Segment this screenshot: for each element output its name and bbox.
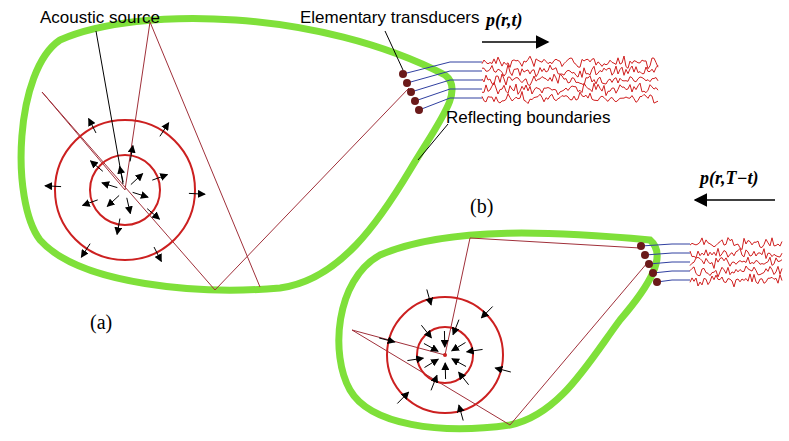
label: Elementary transducers xyxy=(300,8,480,28)
leader-line xyxy=(418,124,448,160)
wave-arrow xyxy=(120,167,124,183)
direction-arrow xyxy=(695,199,775,201)
transducer-element xyxy=(641,251,649,259)
ray-path xyxy=(42,88,409,290)
transducer-wire xyxy=(403,62,482,74)
transducer-element xyxy=(407,88,415,96)
wave-arrow xyxy=(89,119,96,133)
wavefront xyxy=(55,120,195,260)
transducer-wire xyxy=(649,262,690,264)
wave-arrow xyxy=(445,363,446,379)
wave-arrow xyxy=(421,325,431,338)
transducer-element xyxy=(399,70,407,78)
signal-trace xyxy=(482,74,658,86)
signal-trace xyxy=(482,65,658,78)
wave-arrow xyxy=(160,123,169,136)
wave-arrow xyxy=(425,359,439,367)
panel-tag: (b) xyxy=(470,196,493,216)
signal-trace xyxy=(690,248,782,258)
wavefront xyxy=(90,155,160,225)
transducer-element xyxy=(653,278,661,286)
reflecting-boundary xyxy=(339,233,657,429)
signal-label: p(r,T−t) xyxy=(700,168,758,188)
transducer-wire xyxy=(653,271,690,273)
transducer-element xyxy=(411,97,419,105)
wave-arrow xyxy=(133,192,148,197)
wave-arrow xyxy=(427,289,431,304)
transducer-element xyxy=(403,79,411,87)
transducer-wire xyxy=(641,244,690,246)
transducer-wire xyxy=(415,89,482,101)
transducer-element xyxy=(645,260,653,268)
ray-path xyxy=(125,22,260,287)
wave-arrow xyxy=(102,183,117,188)
wave-arrow xyxy=(131,174,143,185)
label: Reflecting boundaries xyxy=(446,108,610,128)
wave-arrow xyxy=(481,306,492,317)
wave-arrow xyxy=(107,195,119,206)
wave-arrow xyxy=(154,247,161,261)
wave-arrow xyxy=(467,349,483,351)
transducer-element xyxy=(415,106,423,114)
wave-arrow xyxy=(45,185,61,187)
wave-arrow xyxy=(189,193,205,195)
wave-arrow xyxy=(459,372,469,385)
transducer-element xyxy=(649,269,657,277)
signal-trace xyxy=(690,266,782,277)
wave-arrow xyxy=(495,368,510,372)
wave-arrow xyxy=(127,198,131,214)
wave-arrow xyxy=(452,359,466,367)
wave-arrow xyxy=(83,200,98,205)
wavefront xyxy=(387,297,503,413)
wave-arrow xyxy=(459,405,463,420)
panel-tag: (a) xyxy=(90,312,112,332)
wave-arrow xyxy=(152,175,167,180)
signal-trace xyxy=(482,92,658,104)
wave-arrow xyxy=(452,343,466,351)
transducer-element xyxy=(637,242,645,250)
wave-arrow xyxy=(397,392,408,403)
wave-arrow xyxy=(91,161,103,171)
ray-path xyxy=(352,262,648,425)
label: Acoustic source xyxy=(40,8,160,28)
wavefront xyxy=(417,327,473,383)
wave-arrow xyxy=(81,244,90,257)
ray-path xyxy=(445,238,640,355)
transducer-wire xyxy=(645,253,690,255)
wave-arrow xyxy=(147,209,159,219)
focus-point xyxy=(443,353,447,357)
wave-arrow xyxy=(130,146,133,162)
signal-trace xyxy=(690,238,782,250)
leader-line xyxy=(385,31,403,70)
wave-arrow xyxy=(453,320,459,335)
direction-arrow xyxy=(482,41,548,43)
wave-arrow xyxy=(117,219,120,235)
generated-illustration xyxy=(45,56,782,421)
leader-line xyxy=(96,31,123,184)
wave-arrow xyxy=(444,331,445,347)
wave-arrow xyxy=(424,343,438,351)
signal-trace xyxy=(690,274,782,287)
transducer-wire xyxy=(657,280,690,282)
signal-label: p(r,t) xyxy=(486,10,523,30)
wave-arrow xyxy=(431,375,437,390)
signal-trace xyxy=(690,257,782,268)
wave-arrow xyxy=(407,358,423,360)
wave-arrow xyxy=(379,338,394,342)
